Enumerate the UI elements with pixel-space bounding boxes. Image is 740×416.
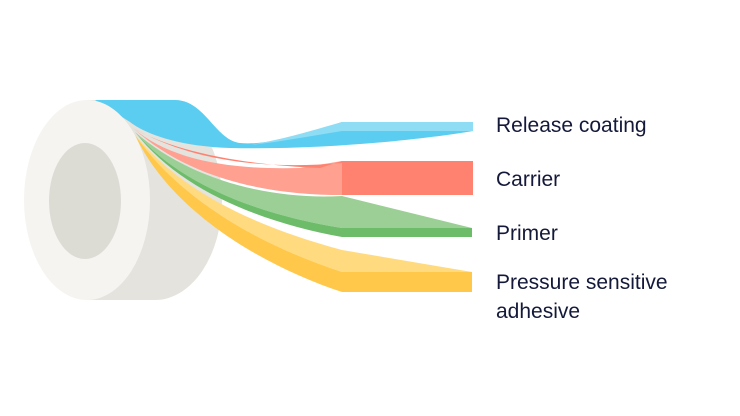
label-carrier: Carrier [496, 168, 561, 191]
adhesive-layer-top [135, 135, 472, 272]
primer-layer-front [135, 132, 342, 237]
adhesive-layer-block [342, 272, 472, 292]
primer-layer-block [342, 228, 472, 237]
label-primer: Primer [496, 222, 558, 245]
adhesive-layer-front [135, 135, 342, 292]
release-layer [95, 100, 473, 149]
release-layer-top [250, 122, 473, 145]
label-pressure-sensitive: Pressure sensitive [496, 271, 668, 294]
label-release-coating: Release coating [496, 114, 647, 137]
label-adhesive: adhesive [496, 300, 581, 323]
primer-layer-top [135, 132, 472, 228]
carrier-layer-block [342, 161, 473, 195]
tape-roll-core [49, 143, 121, 259]
carrier-layer-top [133, 128, 342, 195]
